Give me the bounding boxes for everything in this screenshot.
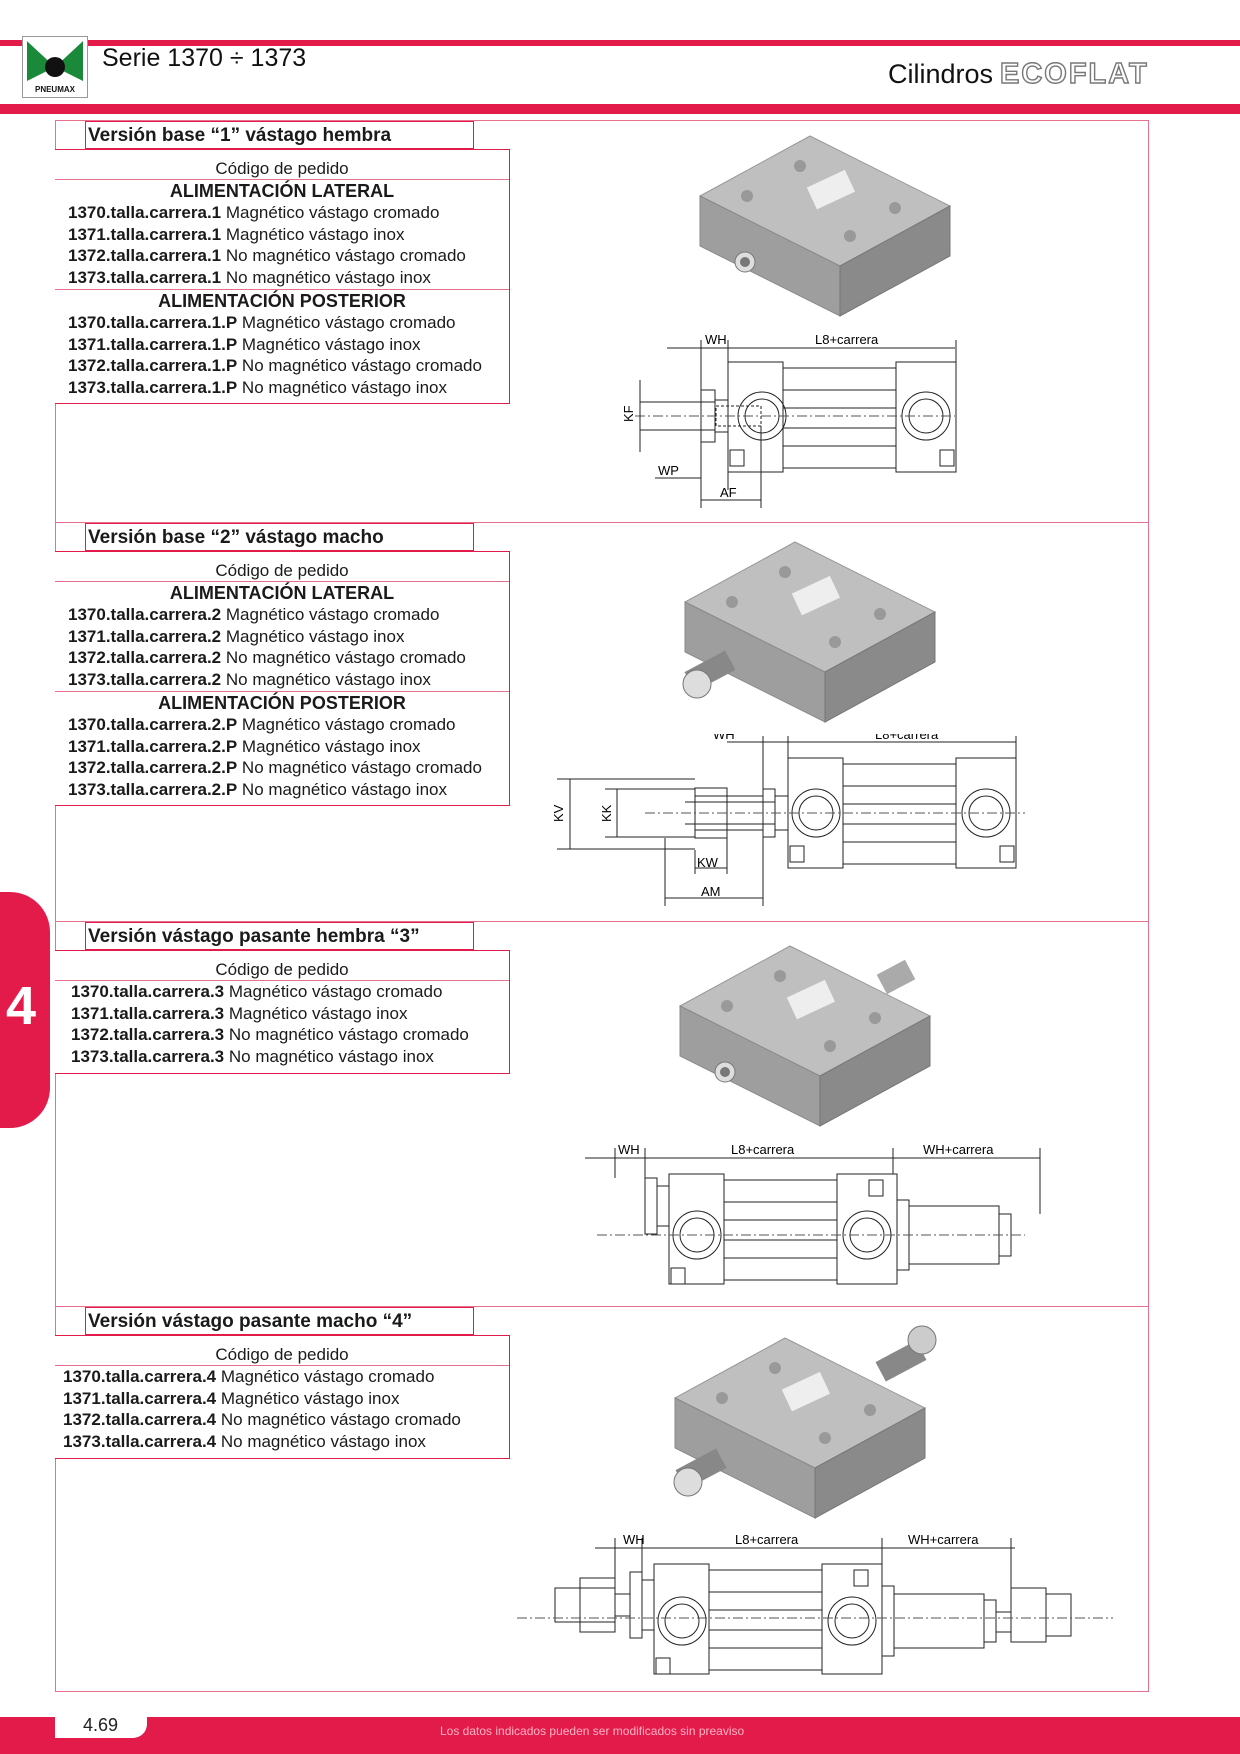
section-1-title: Versión base “1” vástago hembra <box>85 121 474 150</box>
section-1-order-box: Código de pedido ALIMENTACIÓN LATERAL 13… <box>55 149 510 404</box>
section-divider <box>55 1306 1149 1307</box>
series-title: Serie 1370 ÷ 1373 <box>102 44 307 72</box>
list-item: 1372.talla.carrera.2.P No magnético vást… <box>68 758 482 777</box>
list-item: 1373.talla.carrera.1 No magnético vástag… <box>68 267 431 287</box>
dim-l8: L8+carrera <box>731 1142 795 1157</box>
dim-wh-carrera: WH+carrera <box>923 1142 994 1157</box>
list-item: 1373.talla.carrera.3 No magnético vástag… <box>71 1046 434 1066</box>
cylinder-1-render <box>698 135 952 317</box>
list-item: 1372.talla.carrera.4 No magnético vástag… <box>63 1410 461 1429</box>
dim-kv: KV <box>551 804 566 822</box>
header-top-line <box>0 40 1240 46</box>
pneumax-logo: PNEUMAX <box>22 36 88 98</box>
dim-l8: L8+carrera <box>875 734 939 742</box>
list-item: 1371.talla.carrera.1.P Magnético vástago… <box>68 334 421 354</box>
list-item: 1372.talla.carrera.2 No magnético vástag… <box>68 648 466 667</box>
list-item: 1373.talla.carrera.2.P No magnético vást… <box>68 779 447 799</box>
list-item: 1373.talla.carrera.4 No magnético vástag… <box>63 1431 426 1451</box>
list-item: 1371.talla.carrera.3 Magnético vástago i… <box>71 1003 408 1023</box>
dim-l8: L8+carrera <box>815 332 879 347</box>
cylinder-4-drawing: WH L8+carrera WH+carrera <box>517 1532 1113 1675</box>
group-title: ALIMENTACIÓN LATERAL <box>169 583 395 603</box>
dim-wh: WH <box>705 332 727 347</box>
list-item: 1370.talla.carrera.1.P Magnético vástago… <box>68 313 456 332</box>
list-item: 1370.talla.carrera.3 Magnético vástago c… <box>71 982 443 1001</box>
dim-kf: KF <box>621 405 636 422</box>
page-number-tab <box>55 1714 147 1738</box>
list-item: 1371.talla.carrera.4 Magnético vástago i… <box>63 1388 400 1408</box>
section-4-title: Versión vástago pasante macho “4” <box>85 1307 474 1336</box>
list-item: 1371.talla.carrera.1 Magnético vástago i… <box>68 224 405 244</box>
ecoflat-logo: ECOFLAT <box>999 57 1149 90</box>
dim-wh: WH <box>618 1142 640 1157</box>
cylinder-3-drawing: WH L8+carrera WH+carrera <box>585 1142 1041 1285</box>
dim-kw: KW <box>697 855 719 870</box>
section-2-order-box: Código de pedido ALIMENTACIÓN LATERAL 13… <box>55 551 510 806</box>
dim-wh: WH <box>623 1532 645 1547</box>
group-title: ALIMENTACIÓN LATERAL <box>169 181 395 201</box>
list-item: 1372.talla.carrera.3 No magnético vástag… <box>71 1025 469 1044</box>
order-code-label: Código de pedido <box>55 158 509 180</box>
list-item: 1370.talla.carrera.4 Magnético vástago c… <box>63 1367 435 1386</box>
list-item: 1371.talla.carrera.2.P Magnético vástago… <box>68 736 421 756</box>
cylinder-2-render <box>682 541 937 723</box>
section-2-title: Versión base “2” vástago macho <box>85 523 474 552</box>
brand-text: PNEUMAX <box>35 85 76 94</box>
section-divider <box>55 921 1149 922</box>
section-3-order-box: Código de pedido 1370.talla.carrera.3 Ma… <box>55 950 510 1074</box>
section-3-title: Versión vástago pasante hembra “3” <box>85 922 474 951</box>
page-number: 4.69 <box>83 1715 119 1735</box>
order-code-label: Código de pedido <box>55 959 509 981</box>
list-item: 1372.talla.carrera.1 No magnético vástag… <box>68 246 466 265</box>
chapter-number: 4 <box>6 976 37 1036</box>
dim-af: AF <box>720 485 737 500</box>
list-item: 1370.talla.carrera.1 Magnético vástago c… <box>68 203 440 222</box>
dim-kk: KK <box>599 804 614 822</box>
chapter-tab <box>0 892 50 1128</box>
dim-wh-carrera: WH+carrera <box>908 1532 979 1547</box>
cylinder-2-drawing: WH L8+carrera KV KK KW AM <box>551 734 1025 906</box>
list-item: 1370.talla.carrera.2.P Magnético vástago… <box>68 715 456 734</box>
footer-note: Los datos indicados pueden ser modificad… <box>440 1724 745 1738</box>
order-code-label: Código de pedido <box>55 1344 509 1366</box>
product-prefix: Cilindros <box>888 59 994 89</box>
header-band <box>0 104 1240 114</box>
cylinder-4-render <box>673 1325 937 1519</box>
dim-l8: L8+carrera <box>735 1532 799 1547</box>
group-title: ALIMENTACIÓN POSTERIOR <box>158 291 406 311</box>
content-frame <box>55 120 1149 1692</box>
section-4-order-box: Código de pedido 1370.talla.carrera.4 Ma… <box>55 1335 510 1459</box>
group-title: ALIMENTACIÓN POSTERIOR <box>158 693 406 713</box>
list-item: 1370.talla.carrera.2 Magnético vástago c… <box>68 605 440 624</box>
footer-band <box>0 1717 1240 1754</box>
dim-wh: WH <box>713 734 735 742</box>
cylinder-1-drawing: WH L8+carrera KF WP AF <box>621 332 957 508</box>
order-code-label: Código de pedido <box>55 560 509 582</box>
dim-am: AM <box>701 884 721 899</box>
section-divider <box>55 522 1149 523</box>
list-item: 1371.talla.carrera.2 Magnético vástago i… <box>68 626 405 646</box>
list-item: 1373.talla.carrera.2 No magnético vástag… <box>68 669 431 689</box>
list-item: 1373.talla.carrera.1.P No magnético vást… <box>68 377 447 397</box>
list-item: 1372.talla.carrera.1.P No magnético vást… <box>68 356 482 375</box>
dim-wp: WP <box>658 463 679 478</box>
cylinder-3-render <box>678 945 932 1127</box>
